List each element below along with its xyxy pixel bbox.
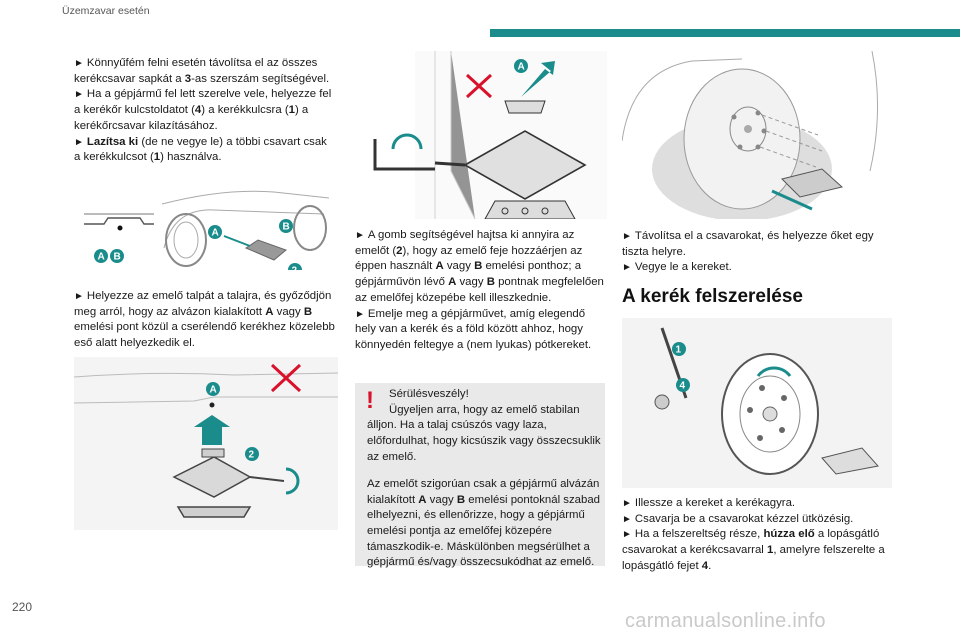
svg-text:B: B bbox=[283, 222, 290, 233]
wheel-removal-figure bbox=[622, 51, 878, 219]
svg-text:B: B bbox=[114, 252, 121, 263]
bullet-arrow-icon: ► bbox=[74, 291, 84, 302]
lift-point-a-badge bbox=[208, 225, 222, 239]
bullet-arrow-icon: ► bbox=[622, 513, 632, 525]
svg-text:A: A bbox=[210, 385, 217, 396]
instruction-extend-jack: ►A gomb segítségével hajtsa ki annyira a… bbox=[355, 229, 604, 304]
wheel-wrench-number-1-badge bbox=[672, 342, 686, 356]
svg-text:4: 4 bbox=[680, 381, 686, 392]
wheel-fitting-figure: 1 4 bbox=[622, 318, 892, 488]
instruction-antitheft-adapter: ►Ha a gépjármű fel lett szerelve vele, h… bbox=[74, 88, 332, 132]
warning-exclamation-icon: ! bbox=[366, 387, 374, 414]
column-3-text-top: ►Távolítsa el a csavarokat, és helyezze … bbox=[622, 229, 892, 276]
bullet-arrow-icon: ► bbox=[622, 498, 632, 509]
column-3-text-bottom: ►Illessze a kereket a kerékagyra. ►Csava… bbox=[622, 496, 892, 575]
warning-title: Sérülésveszély! bbox=[389, 388, 469, 400]
instruction-loosen-bolts: ►Lazítsa ki (de ne vegye le) a többi csa… bbox=[74, 135, 327, 164]
svg-text:2: 2 bbox=[292, 266, 298, 271]
lifting-points-figure: A B 2 A B bbox=[84, 190, 330, 271]
svg-text:A: A bbox=[518, 62, 525, 73]
wrong-position-cross-icon bbox=[465, 73, 493, 99]
bullet-arrow-icon: ► bbox=[622, 262, 632, 274]
svg-text:A: A bbox=[98, 252, 105, 263]
instruction-antitheft-bolts: ►Ha a felszereltség része, húzza elő a l… bbox=[622, 528, 885, 572]
lift-point-b-badge bbox=[279, 219, 293, 233]
bullet-arrow-icon: ► bbox=[355, 308, 365, 320]
warning-box: ! Sérülésveszély! Ügyeljen arra, hogy az… bbox=[355, 383, 605, 568]
lift-point-a-badge bbox=[206, 382, 220, 396]
jack-number-2-badge bbox=[245, 447, 259, 461]
instruction-remove-wheel: ►Vegye le a kereket. bbox=[622, 261, 732, 274]
jack-number-2-badge bbox=[288, 263, 302, 270]
wrong-position-cross-icon bbox=[270, 363, 302, 393]
warning-line-1: Ügyeljen arra, hogy az emelő stabilan ál… bbox=[367, 403, 601, 463]
antitheft-adapter-number-4-badge bbox=[676, 378, 690, 392]
watermark: carmanualsonline.info bbox=[625, 610, 826, 632]
bullet-arrow-icon: ► bbox=[74, 89, 84, 101]
instruction-raise-vehicle: ►Emelje meg a gépjárművet, amíg elegendő… bbox=[355, 307, 592, 351]
jack-positioning-figure: A 2 bbox=[74, 357, 338, 530]
bullet-arrow-icon: ► bbox=[355, 230, 365, 241]
section-title: Üzemzavar esetén bbox=[62, 5, 150, 17]
instruction-place-jack: ►Helyezze az emelő talpát a talajra, és … bbox=[74, 290, 335, 350]
column-2-text: ►A gomb segítségével hajtsa ki annyira a… bbox=[355, 228, 607, 354]
instruction-remove-caps: ►Könnyűfém felni esetén távolítsa el az … bbox=[74, 57, 330, 85]
column-1-text-top: ►Könnyűfém felni esetén távolítsa el az … bbox=[74, 56, 336, 166]
bullet-arrow-icon: ► bbox=[622, 231, 632, 242]
instruction-remove-bolts: ►Távolítsa el a csavarokat, és helyezze … bbox=[622, 230, 874, 258]
section-heading-wheel-fitting: A kerék felszerelése bbox=[622, 286, 803, 307]
jack-raising-figure: A bbox=[373, 51, 607, 219]
page-number: 220 bbox=[12, 600, 33, 614]
bullet-arrow-icon: ► bbox=[74, 58, 84, 69]
warning-line-2: Az emelőt szigorúan csak a gépjármű alvá… bbox=[367, 477, 601, 569]
svg-text:1: 1 bbox=[676, 345, 682, 356]
lift-point-a-label-badge bbox=[94, 249, 108, 263]
header-accent-bar bbox=[490, 29, 960, 37]
bullet-arrow-icon: ► bbox=[622, 529, 632, 541]
instruction-screw-bolts: ►Csavarja be a csavarokat kézzel ütközés… bbox=[622, 512, 854, 525]
svg-text:2: 2 bbox=[249, 450, 255, 461]
lift-point-b-label-badge bbox=[110, 249, 124, 263]
svg-text:A: A bbox=[212, 228, 219, 239]
bullet-arrow-icon: ► bbox=[74, 136, 84, 148]
lift-point-a-badge bbox=[514, 59, 528, 73]
instruction-fit-wheel: ►Illessze a kereket a kerékagyra. bbox=[622, 497, 796, 509]
